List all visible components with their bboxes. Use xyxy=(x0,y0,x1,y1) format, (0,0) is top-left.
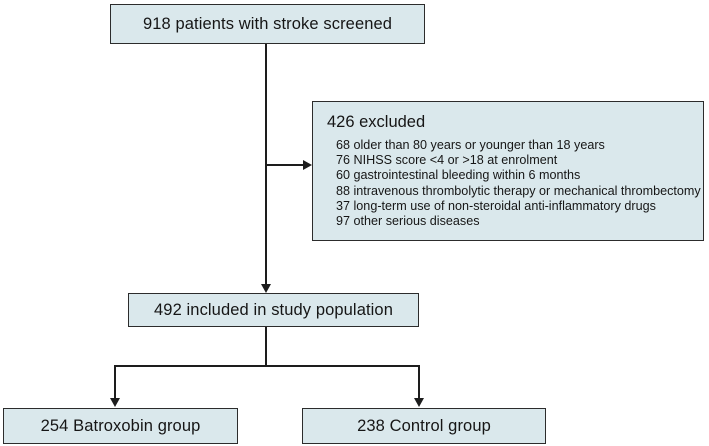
connector-included-stem xyxy=(265,327,267,366)
node-screened: 918 patients with stroke screened xyxy=(110,4,425,44)
connector-to-arm-0 xyxy=(114,365,116,400)
exclusion-reason-item: 76 NIHSS score <4 or >18 at enrolment xyxy=(336,153,558,168)
exclusion-reason-list: 68 older than 80 years or younger than 1… xyxy=(313,138,703,229)
arrowhead-into-arm-1 xyxy=(413,398,424,407)
arrowhead-into-excluded xyxy=(303,159,312,170)
node-arm-batroxobin-label: 254 Batroxobin group xyxy=(40,416,201,435)
node-arm-batroxobin: 254 Batroxobin group xyxy=(3,408,238,444)
exclusion-reason-item: 97 other serious diseases xyxy=(336,214,480,229)
node-arm-control: 238 Control group xyxy=(302,408,546,444)
node-screened-label: 918 patients with stroke screened xyxy=(142,14,393,33)
arrowhead-into-included xyxy=(260,284,271,293)
exclusion-reason-item: 88 intravenous thrombolytic therapy or m… xyxy=(336,183,701,198)
exclusion-reason-item: 37 long-term use of non-steroidal anti-i… xyxy=(336,198,656,213)
node-arm-control-label: 238 Control group xyxy=(357,416,491,435)
exclusion-reason-item: 60 gastrointestinal bleeding within 6 mo… xyxy=(336,168,581,183)
connector-trunk-to-excluded xyxy=(265,164,303,166)
connector-split-bar xyxy=(114,365,420,367)
connector-to-arm-1 xyxy=(418,365,420,400)
node-included: 492 included in study population xyxy=(128,293,419,327)
node-included-label: 492 included in study population xyxy=(154,300,393,319)
arrowhead-into-arm-0 xyxy=(109,398,120,407)
node-excluded: 426 excluded 68 older than 80 years or y… xyxy=(312,101,704,241)
exclusion-reason-item: 68 older than 80 years or younger than 1… xyxy=(336,138,605,152)
node-excluded-title: 426 excluded xyxy=(327,113,426,131)
